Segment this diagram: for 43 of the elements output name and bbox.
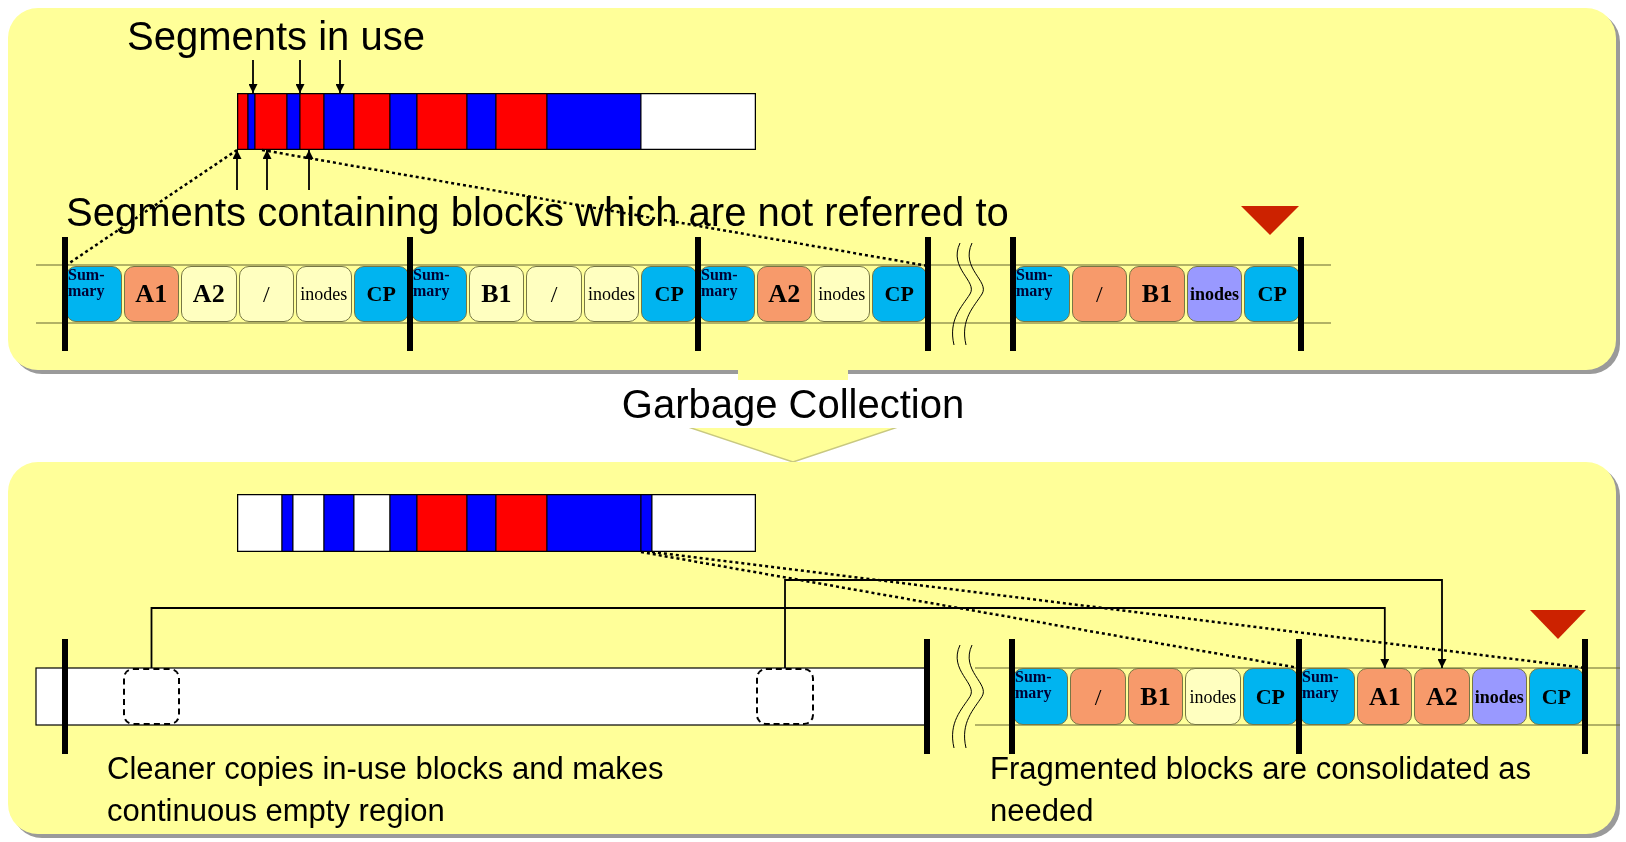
log-block: inodes — [583, 266, 640, 322]
log-block: Sum- mary — [66, 266, 122, 322]
log-block: A1 — [1357, 668, 1413, 725]
arrow — [304, 149, 314, 191]
log-block: inodes — [296, 266, 352, 322]
arrow — [335, 59, 345, 94]
log-block: A1 — [123, 266, 179, 322]
log-block: inodes — [1186, 266, 1243, 322]
log-block: CP — [1244, 266, 1300, 322]
log-block: CP — [1242, 668, 1298, 725]
log-block: B1 — [1127, 668, 1184, 725]
caption-text: Fragmented blocks are consolidated as needed — [990, 750, 1533, 830]
log-block: A2 — [1414, 668, 1470, 725]
caption-text: Cleaner copies in-use blocks and makes continuous empty region — [107, 750, 665, 830]
log-block: B1 — [1129, 266, 1185, 322]
log-block: CP — [871, 266, 927, 322]
log-block: Sum- mary — [1300, 668, 1356, 725]
arrow — [232, 149, 242, 191]
arrow — [784, 579, 1447, 669]
log-block: A2 — [181, 266, 237, 322]
log-block: / — [1070, 668, 1126, 725]
log-block: A2 — [756, 266, 812, 322]
arrow — [150, 607, 1390, 669]
log-block: Sum- mary — [1014, 266, 1070, 322]
log-block: / — [526, 266, 582, 322]
log-block: / — [1071, 266, 1128, 322]
heading-text: Segments in use — [127, 14, 425, 60]
log-block: Sum- mary — [411, 266, 467, 322]
log-block: CP — [641, 266, 697, 322]
arrow — [295, 59, 305, 94]
log-block: CP — [1528, 668, 1584, 725]
segment-bar — [237, 93, 756, 150]
arrow — [262, 149, 272, 191]
log-block: Sum- mary — [1013, 668, 1069, 725]
log-block: B1 — [468, 266, 525, 322]
log-block: Sum- mary — [699, 266, 755, 322]
log-block: / — [238, 266, 294, 322]
arrow — [248, 59, 258, 94]
log-block: inodes — [1471, 668, 1527, 725]
log-block: CP — [353, 266, 409, 322]
segment-bar — [237, 494, 756, 552]
log-block: inodes — [1185, 668, 1241, 725]
log-block: inodes — [814, 266, 870, 322]
